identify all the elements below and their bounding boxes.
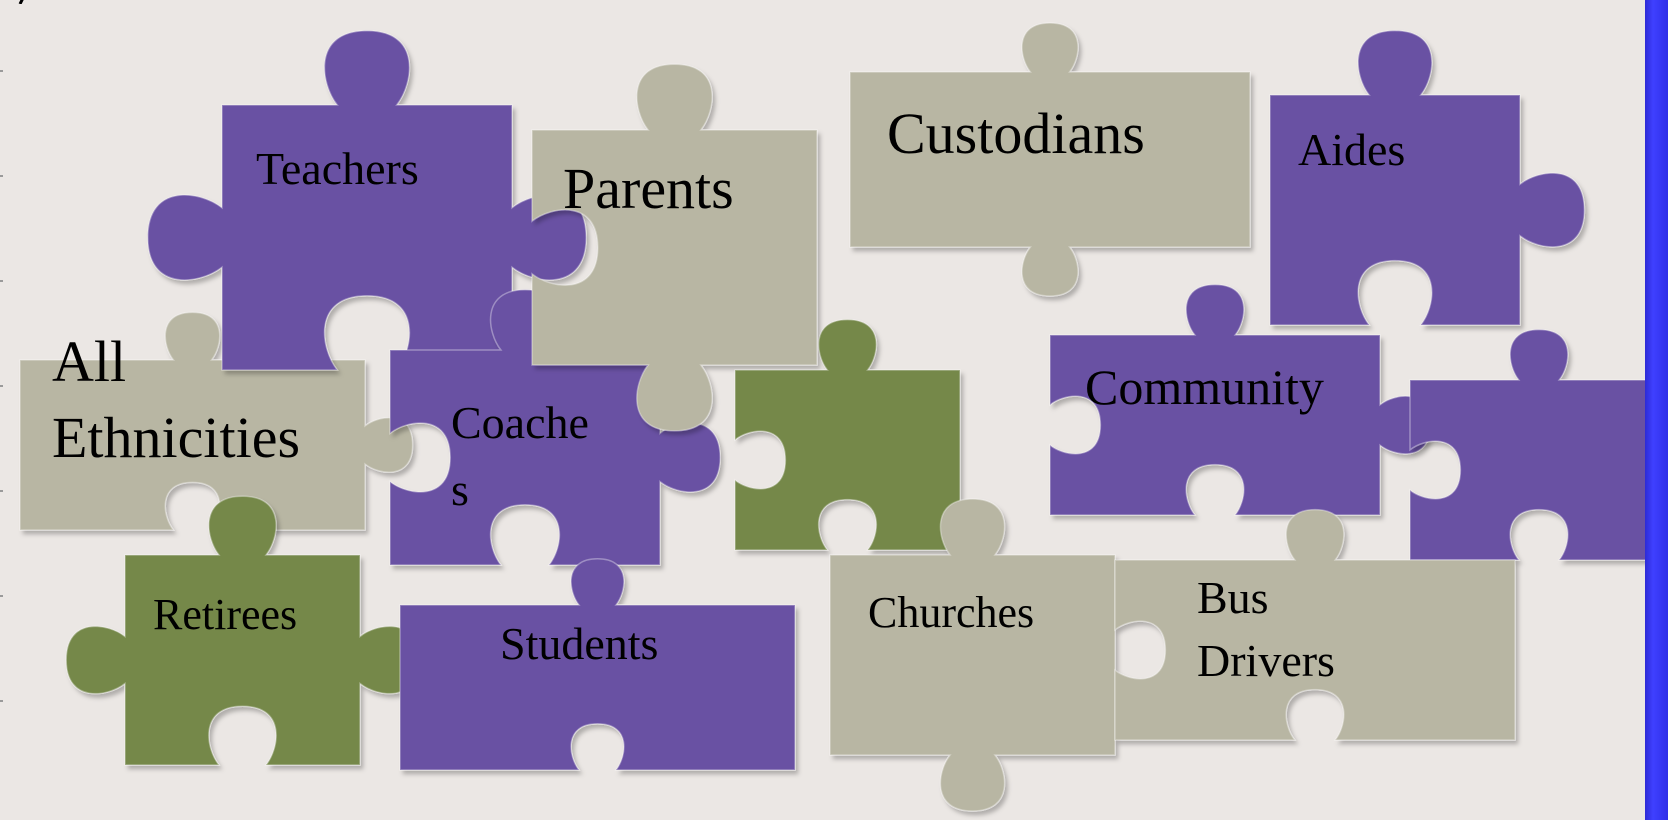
label-churches: Churches [868,588,1035,637]
piece-green-center [734,318,961,551]
label-parents: Parents [563,156,734,221]
label-coaches-line2: s [451,464,469,515]
label-all-ethnicities-line2: Ethnicities [52,405,301,470]
piece-churches [829,498,1116,812]
label-all-ethnicities-line1: All [52,329,127,394]
label-bus-drivers-line2: Drivers [1197,635,1335,686]
label-retirees: Retirees [153,590,298,639]
right-accent-bar [1645,0,1668,820]
label-bus-drivers-line1: Bus [1197,572,1269,623]
label-teachers: Teachers [256,143,419,194]
piece-community [1049,283,1432,516]
partial-text-glyph [18,0,24,4]
piece-bus-drivers [1114,508,1516,741]
piece-custodians [849,22,1251,297]
piece-students [399,558,796,771]
label-custodians: Custodians [887,101,1145,166]
piece-retirees [65,495,420,766]
left-edge-marks [0,0,4,820]
piece-aides [1269,29,1586,326]
label-community: Community [1085,359,1324,415]
label-students: Students [500,618,659,669]
label-coaches-line1: Coache [451,397,589,448]
piece-parents [531,63,818,432]
piece-right-purple [1409,328,1668,561]
label-aides: Aides [1298,124,1406,175]
